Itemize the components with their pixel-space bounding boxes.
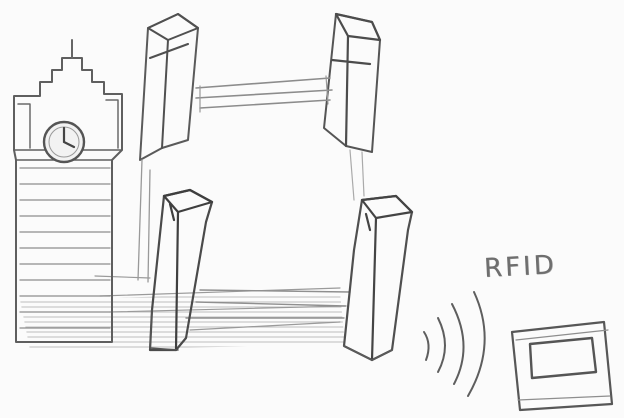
signal-waves-icon	[424, 292, 485, 396]
gate-pillar-back-right	[324, 14, 380, 200]
clock-tower	[14, 40, 122, 342]
ground-shading	[20, 276, 345, 350]
rfid-label: RFID	[483, 250, 557, 284]
gate-pillar-front-right	[344, 196, 412, 360]
rfid-reader-icon	[512, 322, 612, 410]
gate-pillar-back-left	[138, 14, 198, 282]
